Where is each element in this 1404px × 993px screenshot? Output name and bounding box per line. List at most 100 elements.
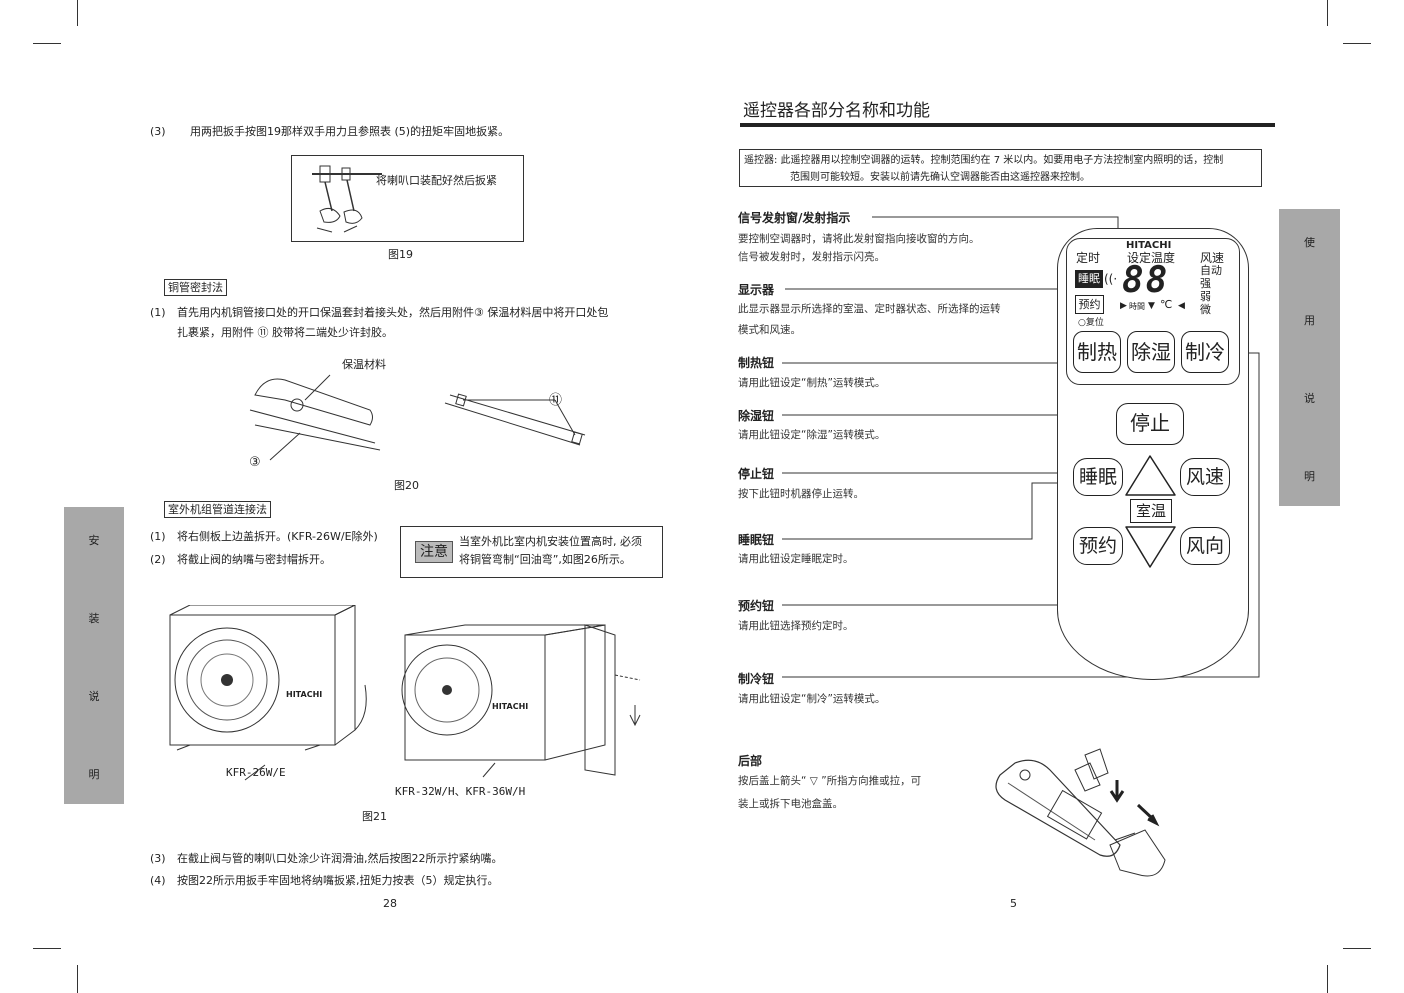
page-number: 5 — [1010, 897, 1017, 910]
figure-caption: 图19 — [388, 248, 413, 261]
notice-text: 当室外机比室内机安装位置高时, 必须 — [459, 535, 642, 548]
display-set-temp-label: 设定温度 — [1127, 251, 1176, 265]
trim-mark — [77, 965, 78, 993]
intro-box: 遥控器: 此遥控器用以控制空调器的运转。控制范围约在 7 米以内。如要用电子方法… — [739, 149, 1262, 187]
display-arrow-icon: ◀ — [1178, 301, 1185, 311]
fan-level-low: 弱 — [1200, 290, 1211, 303]
item-desc: 请用此钮设定“制热”运转模式。 — [738, 377, 886, 389]
item-desc: 要控制空调器时，请将此发射窗指向接收窗的方向。 — [738, 233, 980, 245]
trim-mark — [33, 948, 61, 949]
step-text: 首先用内机铜管接口处的开口保温套封着接头处，然后用附件③ 保温材料居中将开口处包 — [177, 306, 609, 319]
room-temp-button[interactable]: 室温 — [1130, 499, 1172, 523]
item-title: 睡眠钮 — [738, 533, 775, 547]
remote-rear-illustration — [995, 748, 1166, 877]
side-tab-char: 安 — [88, 534, 100, 547]
fan-level-high: 强 — [1200, 277, 1211, 290]
side-tab-char: 说 — [88, 690, 100, 703]
notice-tag: 注意 — [415, 541, 453, 563]
remote-display-panel — [1066, 238, 1240, 385]
display-arrow-icon: ▼ — [1148, 301, 1155, 311]
step-text: 扎裹紧，用附件 ⑪ 胶带将二端处少许封胶。 — [177, 326, 393, 339]
step-text: 将右侧板上边盖拆开。(KFR-26W/E除外) — [177, 530, 378, 543]
fan-level-auto: 自动 — [1200, 264, 1222, 277]
display-sleep-tag: 睡眠 — [1075, 270, 1103, 288]
brand-logo: HITACHI — [492, 702, 529, 711]
step-number: (2) — [150, 553, 166, 566]
item-desc: 信号被发射时，发射指示闪亮。 — [738, 251, 885, 263]
item-title: 预约钮 — [738, 599, 775, 613]
heat-button[interactable]: 制热 — [1073, 331, 1121, 373]
side-tab-char: 用 — [1304, 314, 1315, 327]
outdoor-unit-illustration — [169, 605, 641, 781]
cool-button[interactable]: 制冷 — [1181, 331, 1229, 373]
insulation-illustration — [249, 374, 586, 461]
notice-box: 注意 当室外机比室内机安装位置高时, 必须 将铜管弯制“回油弯”,如图26所示。 — [400, 526, 663, 578]
trim-mark — [1327, 0, 1328, 26]
fan-speed-button[interactable]: 风速 — [1180, 458, 1230, 496]
remote-body — [1057, 228, 1249, 680]
item-desc: 模式和风速。 — [738, 324, 801, 336]
side-tab-char: 装 — [88, 612, 100, 625]
step-number: (3) — [150, 852, 166, 865]
model-label: KFR-32W/H、KFR-36W/H — [395, 785, 526, 798]
figure-19: 将喇叭口装配好然后扳紧 — [291, 155, 524, 242]
signal-window-icon: ((· — [1104, 272, 1118, 286]
page-title: 遥控器各部分名称和功能 — [743, 101, 930, 121]
item-desc: 按下此钮时机器停止运转。 — [738, 488, 864, 500]
display-celsius: ℃ — [1160, 298, 1173, 311]
step-text: 用两把扳手按图19那样双手用力且参照表 (5)的扭矩牢固地扳紧。 — [190, 125, 510, 138]
side-tab-install: 安 装 说 明 — [64, 507, 124, 804]
display-arrow-icon: ▶ — [1120, 301, 1127, 311]
trim-mark — [77, 0, 78, 26]
step-number: (1) — [150, 530, 166, 543]
side-tab-char: 明 — [1304, 470, 1315, 483]
fan-level-quiet: 微 — [1200, 303, 1211, 316]
remote-brand: HITACHI — [1126, 240, 1172, 251]
item-title: 停止钮 — [738, 467, 775, 481]
trim-mark — [1343, 948, 1371, 949]
model-label: KFR-26W/E — [226, 766, 286, 779]
item-title: 制冷钮 — [738, 672, 775, 686]
temp-down-icon — [1125, 526, 1176, 568]
figure-label: ⑪ — [549, 393, 563, 408]
item-desc: 请用此钮设定“制冷”运转模式。 — [738, 693, 886, 705]
brand-logo: HITACHI — [286, 690, 323, 699]
trim-mark — [1343, 43, 1371, 44]
reset-button[interactable]: ○复位 — [1078, 318, 1104, 328]
page-number: 28 — [383, 897, 397, 910]
temp-up-down-buttons[interactable] — [1123, 453, 1178, 571]
item-desc: 请用此钮设定“除湿”运转模式。 — [738, 429, 886, 441]
item-title: 信号发射窗/发射指示 — [738, 211, 851, 225]
display-reserve-tag: 预约 — [1075, 295, 1104, 314]
sleep-button[interactable]: 睡眠 — [1073, 458, 1123, 496]
display-time-label: 時間 — [1129, 302, 1145, 311]
wrench-illustration — [312, 165, 382, 233]
item-desc: 请用此钮设定睡眠定时。 — [738, 553, 854, 565]
item-desc: 请用此钮选择预约定时。 — [738, 620, 854, 632]
figure-label: ③ — [249, 455, 261, 470]
title-rule — [740, 123, 1275, 127]
temp-up-icon — [1125, 455, 1176, 496]
item-title: 后部 — [738, 754, 763, 768]
item-title: 显示器 — [738, 283, 775, 297]
step-text: 在截止阀与管的喇叭口处涂少许润滑油,然后按图22所示拧紧纳嘴。 — [177, 852, 503, 865]
display-timer-label: 定时 — [1076, 251, 1101, 265]
trim-mark — [33, 43, 61, 44]
section-heading: 铜管密封法 — [164, 279, 227, 296]
stop-button[interactable]: 停止 — [1116, 403, 1184, 445]
side-tab-char: 使 — [1304, 236, 1315, 249]
reserve-button[interactable]: 预约 — [1073, 527, 1123, 565]
section-heading: 室外机组管道连接法 — [164, 501, 271, 518]
figure-caption: 图21 — [362, 810, 387, 823]
step-number: (3) — [150, 125, 166, 138]
step-text: 将截止阀的纳嘴与密封帽拆开。 — [177, 553, 331, 566]
side-tab-char: 明 — [88, 768, 100, 781]
item-desc: 装上或拆下电池盒盖。 — [738, 798, 843, 810]
item-desc: 按后盖上箭头“ ▽ ”所指方向推或拉，可 — [738, 775, 922, 787]
display-fan-label: 风速 — [1200, 251, 1225, 265]
direction-button[interactable]: 风向 — [1180, 527, 1230, 565]
dry-button[interactable]: 除湿 — [1127, 331, 1175, 373]
figure-caption: 图20 — [394, 479, 419, 492]
step-number: (1) — [150, 306, 166, 319]
side-tab-char: 说 — [1304, 392, 1315, 405]
